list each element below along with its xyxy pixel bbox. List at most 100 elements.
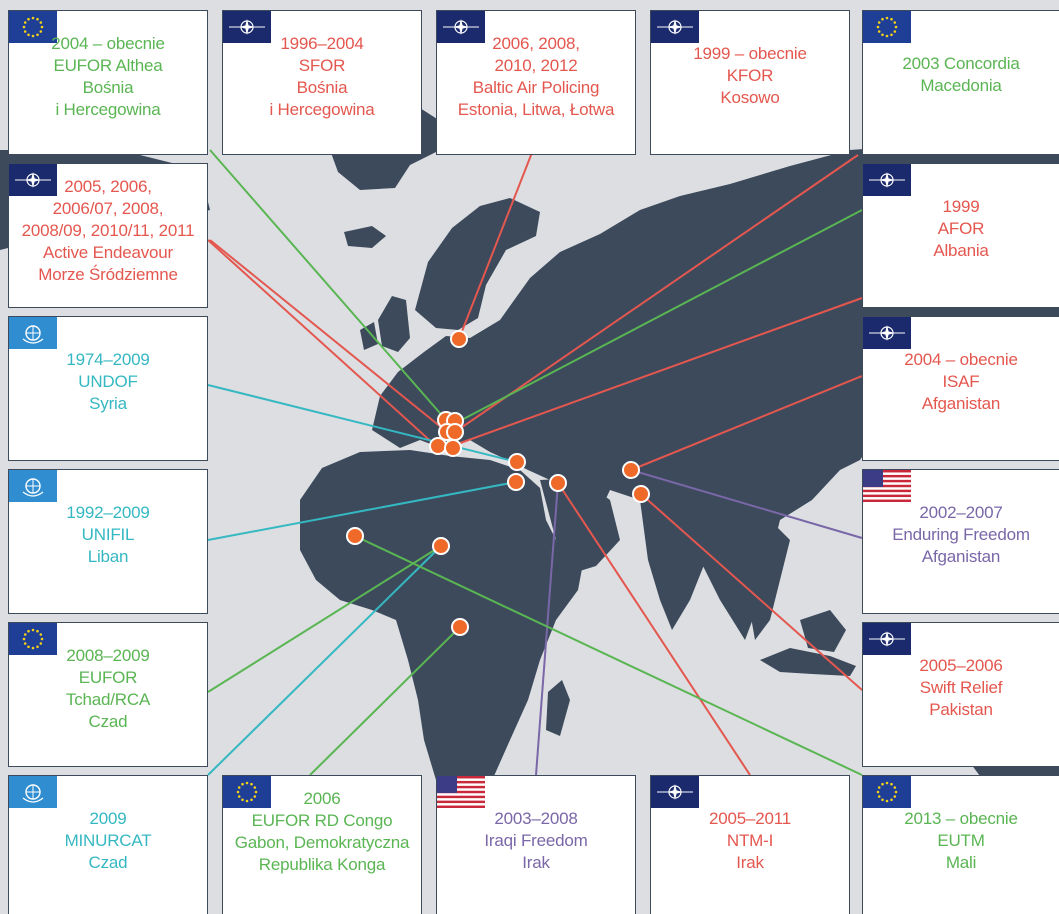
mission-label-line: EUFOR Althea [53,56,163,75]
eu-flag-icon [9,623,57,655]
mission-label-line: 1999 [942,197,980,216]
mission-marker[interactable] [429,437,447,455]
mission-marker[interactable] [507,473,525,491]
mission-label-line: 2004 – obecnie [51,34,165,53]
mission-marker[interactable] [451,618,469,636]
mission-box-active-endeavour[interactable]: 2005, 2006,2006/07, 2008,2008/09, 2010/1… [8,163,208,308]
mission-marker[interactable] [346,527,364,545]
britain-shape [378,296,410,352]
mission-label-line: UNIFIL [81,525,135,544]
mission-label-line: i Hercegowina [55,100,161,119]
mission-label-line: Afganistan [921,394,1001,413]
mission-label-line: Mali [945,853,977,872]
mission-label-line: UNDOF [78,372,138,391]
mission-label-line: Bośnia [82,78,134,97]
un-flag-icon [9,470,57,502]
nato-flag-icon [437,11,485,43]
mission-label-line: 2006 [303,789,341,808]
india-shape [640,498,720,630]
mission-label-line: AFOR [937,219,985,238]
eu-flag-icon [863,11,911,43]
nato-flag-icon [651,776,699,808]
connector-line-sfor [209,239,448,433]
mission-label-line: Morze Śródziemne [38,265,178,284]
connector-line-concordia [451,209,863,426]
africa-shape [300,450,584,804]
nato-flag-icon [9,164,57,196]
mission-marker[interactable] [446,423,464,441]
mission-label-line: 2006, 2008, [492,34,580,53]
mission-label-line: 2003 Concordia [902,54,1020,73]
eu-flag-icon [863,776,911,808]
mission-label-line: ISAF [942,372,980,391]
mission-marker[interactable] [444,439,462,457]
usa-flag-icon [863,470,911,502]
connector-line-kfor [454,154,859,433]
nato-flag-icon [651,11,699,43]
mission-label-line: NTM-I [726,831,774,850]
mission-label-line: KFOR [726,66,774,85]
nato-flag-icon [863,317,911,349]
mission-label-line: Bośnia [296,78,348,97]
mission-marker[interactable] [432,537,450,555]
mission-label-line: 1999 – obecnie [693,44,807,63]
mission-marker[interactable] [508,453,526,471]
mission-label-line: 2006/07, 2008, [52,199,164,218]
mission-label-line: 2005–2011 [708,809,792,828]
mission-marker[interactable] [450,330,468,348]
southeast-asia-shape [740,520,790,640]
mission-marker[interactable] [632,485,650,503]
mission-marker[interactable] [622,461,640,479]
indonesia-shape [760,648,856,676]
connector-line-eufor-rd-congo [309,626,461,776]
mission-label-line: Liban [87,547,129,566]
mission-label-line: EUFOR [78,668,138,687]
mission-label-line: Czad [88,853,128,872]
arabia-shape [540,478,620,574]
mission-label-line: Gabon, Demokratyczna [234,833,410,852]
mission-label-line: Albania [933,241,989,260]
mission-label-line: Estonia, Litwa, Łotwa [457,100,615,119]
mission-marker[interactable] [549,474,567,492]
un-flag-icon [9,317,57,349]
mission-label-line: 2008–2009 [66,646,150,665]
mission-label-line: Irak [522,853,550,872]
mission-label-line: 2002–2007 [919,503,1003,522]
mission-label-line: Kosowo [720,88,780,107]
connector-line-unifil [207,481,517,541]
mission-label-line: Syria [89,394,127,413]
connector-line-undof [207,384,518,463]
